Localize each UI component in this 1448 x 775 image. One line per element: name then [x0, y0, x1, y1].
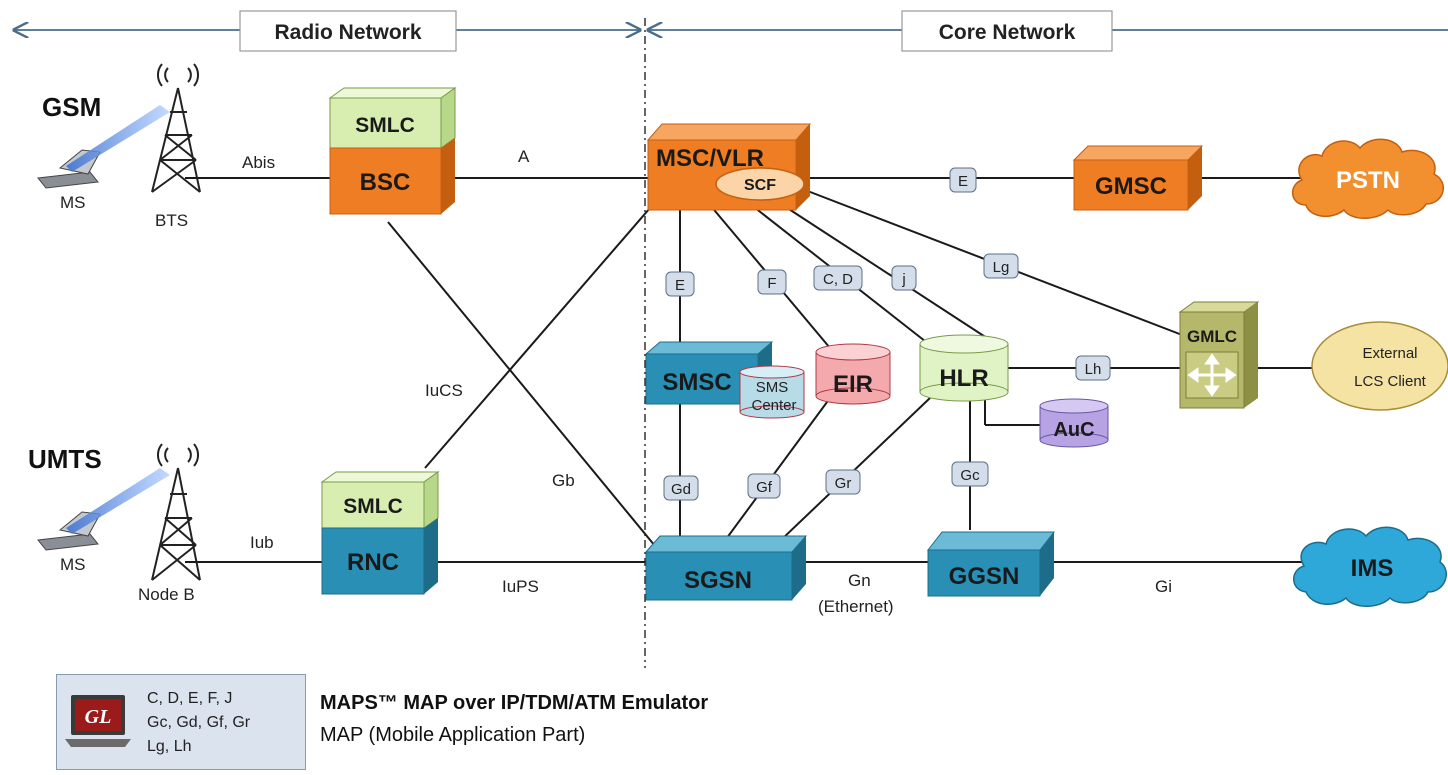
interface-pill-lh: Lh	[1075, 355, 1111, 381]
svg-text:C, D: C, D	[823, 271, 853, 288]
interface-pill-gd: Gd	[663, 475, 699, 501]
svg-text:External: External	[1362, 345, 1417, 362]
product-subtitle: MAP (Mobile Application Part)	[320, 724, 586, 746]
svg-text:AuC: AuC	[1053, 419, 1094, 441]
svg-text:Gf: Gf	[756, 479, 773, 496]
ms-gsm-device-icon	[37, 105, 170, 189]
svg-text:SCF: SCF	[744, 177, 776, 194]
external-lcs-client: External LCS Client	[1311, 321, 1448, 411]
connection-lines	[185, 177, 1312, 563]
smsc-node: SMSC	[644, 341, 774, 405]
svg-text:MSC/VLR: MSC/VLR	[656, 145, 764, 172]
gmsc-node: GMSC	[1072, 145, 1204, 211]
svg-text:F: F	[767, 275, 776, 292]
interface-pill-gr: Gr	[825, 469, 861, 495]
svg-text:Gr: Gr	[835, 475, 852, 492]
section-header: Radio Network Core Network	[14, 10, 1448, 52]
hlr-db: HLR	[919, 334, 1009, 402]
abis-label: Abis	[242, 153, 275, 172]
svg-text:Lg: Lg	[993, 259, 1010, 276]
smlc-gsm-node: SMLC	[328, 87, 457, 149]
iucs-label: IuCS	[425, 381, 463, 400]
svg-text:Lh: Lh	[1085, 361, 1102, 378]
umts-label: UMTS	[28, 444, 102, 474]
legend-interface-list: C, D, E, F, J Gc, Gd, Gf, Gr Lg, Lh	[147, 687, 250, 759]
interface-pill-lg: Lg	[983, 253, 1019, 279]
svg-text:PSTN: PSTN	[1336, 167, 1400, 194]
svg-text:IMS: IMS	[1351, 555, 1394, 582]
svg-text:SGSN: SGSN	[684, 567, 752, 594]
svg-text:SMS: SMS	[756, 379, 789, 396]
ms-umts-device-icon	[37, 468, 170, 551]
auc-db: AuC	[1039, 398, 1109, 448]
iub-label: Iub	[250, 533, 274, 552]
svg-text:EIR: EIR	[833, 371, 873, 398]
svg-text:SMSC: SMSC	[662, 369, 731, 396]
ims-cloud: IMS	[1293, 526, 1447, 607]
sms-center-db: SMS Center	[739, 365, 805, 419]
svg-text:RNC: RNC	[347, 549, 399, 576]
gb-label: Gb	[552, 471, 575, 490]
gn-ethernet-label: (Ethernet)	[818, 597, 894, 616]
svg-text:GL: GL	[85, 706, 112, 728]
msc-vlr-node: MSC/VLR SCF	[646, 123, 812, 211]
svg-text:Gd: Gd	[671, 481, 691, 498]
interface-pill-cd: C, D	[813, 265, 863, 291]
svg-text:Gc: Gc	[960, 467, 980, 484]
svg-text:SMLC: SMLC	[355, 114, 415, 137]
gl-laptop-icon: GL	[65, 695, 131, 747]
svg-text:BSC: BSC	[360, 169, 411, 196]
legend-line: Gc, Gd, Gf, Gr	[147, 714, 251, 731]
bts-tower-icon	[151, 63, 201, 193]
pstn-cloud: PSTN	[1292, 138, 1444, 219]
a-interface-label: A	[518, 147, 530, 166]
product-title: MAPS™ MAP over IP/TDM/ATM Emulator	[320, 692, 709, 714]
gsm-label: GSM	[42, 92, 101, 122]
sgsn-node: SGSN	[644, 535, 808, 601]
interface-pill-e-left: E	[665, 271, 695, 297]
node-b-label: Node B	[138, 585, 195, 604]
ms-umts-label: MS	[60, 555, 86, 574]
bts-label: BTS	[155, 211, 188, 230]
svg-text:GMLC: GMLC	[1187, 327, 1237, 346]
svg-text:LCS Client: LCS Client	[1354, 373, 1427, 390]
legend-line: C, D, E, F, J	[147, 690, 233, 707]
svg-text:E: E	[675, 277, 685, 294]
iups-label: IuPS	[502, 577, 539, 596]
svg-text:E: E	[958, 173, 968, 190]
node-b-tower-icon	[151, 443, 201, 581]
svg-text:GGSN: GGSN	[949, 563, 1020, 590]
legend-line: Lg, Lh	[147, 738, 192, 755]
ggsn-node: GGSN	[926, 531, 1056, 597]
interface-pill-gc: Gc	[951, 461, 989, 487]
ms-gsm-label: MS	[60, 193, 86, 212]
bsc-node: BSC	[329, 138, 455, 215]
core-network-box	[901, 10, 1113, 52]
radio-network-box	[239, 10, 457, 52]
legend-box: GL C, D, E, F, J Gc, Gd, Gf, Gr Lg, Lh	[56, 674, 306, 770]
svg-text:Center: Center	[751, 397, 796, 414]
svg-text:j: j	[901, 271, 905, 288]
svg-text:HLR: HLR	[939, 365, 988, 392]
core-network-label: Core Network	[939, 21, 1076, 44]
gi-label: Gi	[1155, 577, 1172, 596]
gmlc-server: GMLC	[1178, 301, 1260, 409]
eir-db: EIR	[815, 343, 891, 405]
interface-pill-f: F	[757, 269, 787, 295]
svg-text:SMLC: SMLC	[343, 495, 403, 518]
interface-pill-e-top: E	[949, 167, 977, 193]
gn-label: Gn	[848, 571, 871, 590]
interface-pill-gf: Gf	[747, 473, 781, 499]
rnc-node: RNC	[321, 518, 438, 595]
interface-pill-j: j	[891, 265, 917, 291]
smlc-umts-node: SMLC	[320, 471, 440, 529]
radio-network-label: Radio Network	[274, 21, 421, 44]
svg-text:GMSC: GMSC	[1095, 173, 1167, 200]
